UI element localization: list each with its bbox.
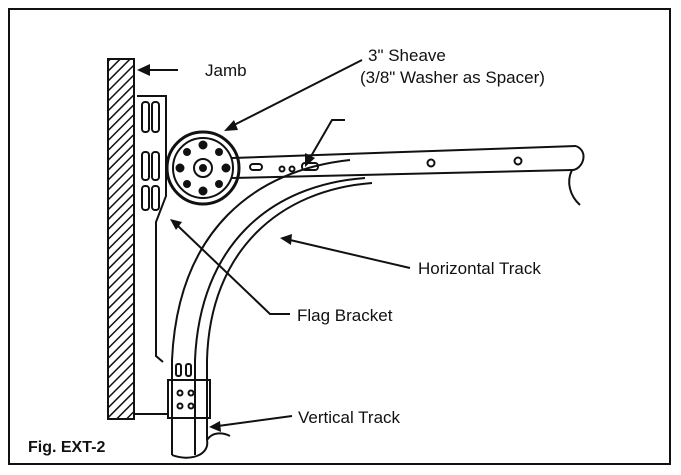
jamb: [107, 58, 135, 420]
sheave-note-label: (3/8" Washer as Spacer): [360, 68, 545, 87]
leader-horizontal: [289, 239, 411, 269]
horizontal-track: [231, 145, 585, 206]
arrow-flag: [170, 219, 182, 230]
arrow-jamb: [137, 64, 150, 76]
arrow-sheave: [224, 120, 238, 131]
curved-track: [171, 159, 373, 361]
arrow-washer: [305, 153, 315, 167]
jamb-label: Jamb: [205, 61, 247, 80]
arrow-horizontal: [280, 234, 292, 245]
flag-bracket-label: Flag Bracket: [297, 306, 393, 325]
flag-bracket: [137, 95, 167, 363]
leader-sheave: [231, 59, 363, 127]
leader-vertical: [217, 415, 293, 427]
horizontal-track-label: Horizontal Track: [418, 259, 541, 278]
leader-flag: [177, 225, 290, 315]
sheave: [165, 130, 241, 206]
vertical-track: [134, 360, 231, 459]
leader-lines: [137, 59, 411, 432]
vertical-track-label: Vertical Track: [298, 408, 401, 427]
figure-caption: Fig. EXT-2: [28, 439, 106, 456]
leader-washer: [309, 119, 345, 159]
arrow-vertical: [209, 421, 221, 432]
sheave-label: 3" Sheave: [368, 46, 446, 65]
